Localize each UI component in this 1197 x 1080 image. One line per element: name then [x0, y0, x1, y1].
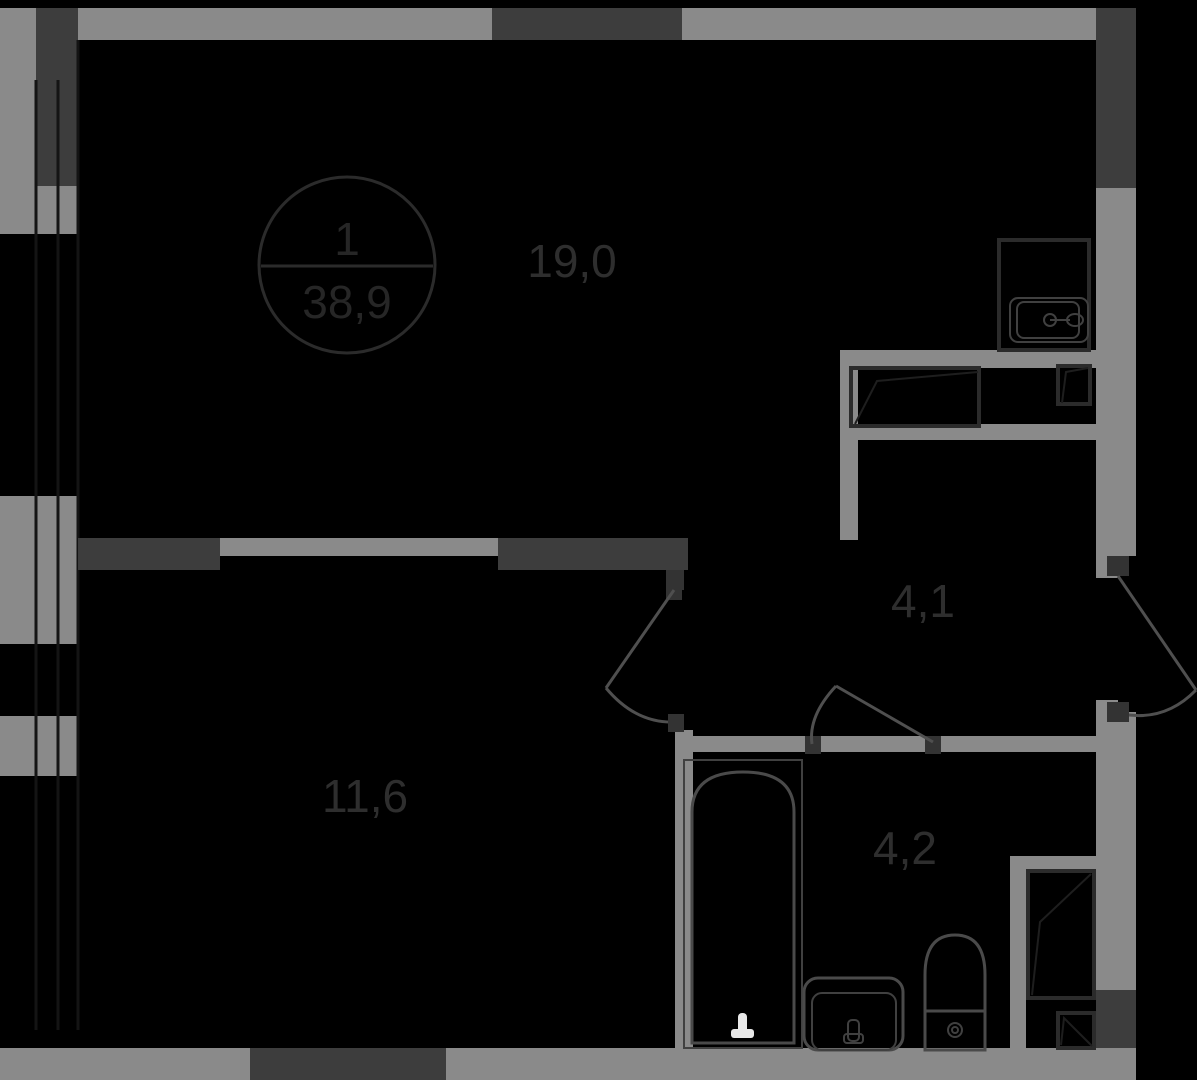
wall-bathroom-top — [675, 736, 1096, 754]
wall-kitchen — [840, 350, 1096, 540]
partition-dark-left — [78, 538, 220, 570]
wardrobe — [1026, 869, 1096, 1000]
wall-living-bedroom — [78, 538, 688, 590]
shoe-cabinet — [1056, 1011, 1096, 1050]
room-label-hallway: 4,1 — [891, 575, 955, 627]
toilet — [923, 933, 987, 1052]
wall-bottom — [0, 1048, 1136, 1080]
kitchen-counter — [849, 366, 981, 428]
washbasin — [802, 976, 905, 1052]
window-right-upper — [1096, 8, 1136, 188]
bedroom-door[interactable] — [604, 582, 684, 732]
wall-hall-right — [1096, 556, 1118, 722]
wall-right — [1096, 8, 1136, 1072]
window-top — [492, 8, 682, 40]
bathtub — [683, 759, 803, 1049]
bathroom-door[interactable] — [810, 684, 934, 745]
entrance-door[interactable] — [1107, 556, 1197, 722]
badge-total-area: 38,9 — [302, 276, 392, 328]
bathtub-faucet — [731, 1013, 754, 1038]
wall-top — [78, 8, 1096, 40]
kitchen-hob — [1056, 364, 1092, 406]
bathroom-door-jamb-left — [805, 736, 821, 754]
room-label-bedroom: 11,6 — [322, 770, 408, 822]
room-label-living-room: 19,0 — [527, 235, 617, 287]
wall-wardrobe — [1010, 856, 1100, 1050]
balcony-railing — [34, 40, 80, 1030]
badge-rooms-count: 1 — [334, 213, 360, 265]
room-label-bathroom: 4,2 — [873, 822, 937, 874]
partition-dark-right — [498, 538, 688, 570]
wall-left — [0, 8, 78, 776]
kitchen-sink — [997, 238, 1091, 352]
unit-badge: 1 38,9 — [257, 175, 437, 355]
window-bottom — [250, 1048, 446, 1080]
